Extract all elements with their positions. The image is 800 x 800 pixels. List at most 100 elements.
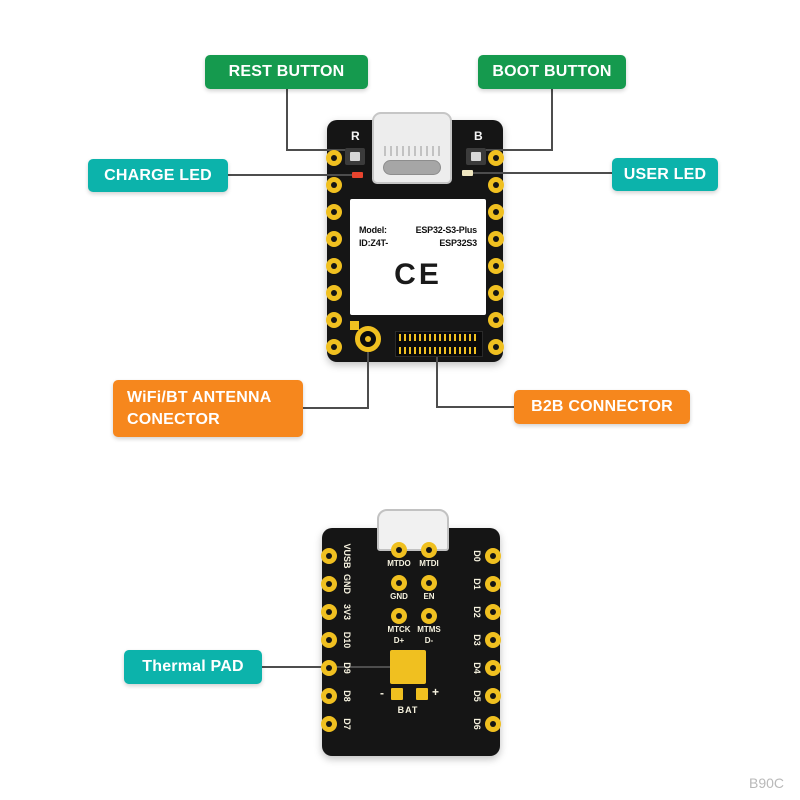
castellated-pad (485, 576, 501, 592)
castellated-pad (326, 339, 342, 355)
castellated-pad (326, 285, 342, 301)
callout-line-boot-vertical (551, 88, 553, 150)
wifi-antenna-badge-line2: CONECTOR (127, 410, 220, 428)
center-pad (391, 575, 407, 591)
castellated-pad (485, 660, 501, 676)
callout-line-antenna-vertical (367, 352, 369, 409)
board-info-label: Model: ESP32-S3-Plus ID:Z4T- ESP32S3 CE (350, 199, 486, 315)
thermal-pad-badge: Thermal PAD (124, 650, 262, 684)
pin-label-left: D7 (342, 718, 352, 730)
callout-line-charge-led (228, 174, 352, 176)
pin-label-right: D3 (472, 634, 482, 646)
castellated-pad (321, 548, 337, 564)
user-led-badge: USER LED (612, 158, 718, 191)
castellated-pad (485, 688, 501, 704)
battery-plus-sign: + (432, 685, 440, 699)
castellated-pad (321, 688, 337, 704)
center-pad-label: MTMS (417, 625, 441, 634)
antenna-center-pin (365, 336, 371, 342)
boot-button-component (466, 148, 486, 165)
usb-c-connector (372, 112, 452, 184)
pin-label-right: D1 (472, 578, 482, 590)
back-board-pcb (322, 528, 500, 756)
center-pad (421, 608, 437, 624)
pin-label-left: GND (342, 574, 352, 594)
castellated-pad (488, 312, 504, 328)
charge-led-badge: CHARGE LED (88, 159, 228, 192)
center-pad-label: MTDI (419, 559, 439, 568)
usb-c-slot (383, 160, 441, 175)
center-pad-label: EN (423, 592, 435, 601)
pin-label-left: 3V3 (342, 603, 352, 621)
watermark-text: B90C (749, 775, 785, 791)
castellated-pad (321, 576, 337, 592)
battery-silkscreen-label: BAT (397, 705, 419, 715)
castellated-pad (321, 660, 337, 676)
center-pad (421, 542, 437, 558)
center-pad-label: MTCK (387, 625, 411, 634)
pin-label-right: D0 (472, 550, 482, 562)
charge-led-component (352, 172, 363, 178)
pin-label-right: D2 (472, 606, 482, 618)
pin-label-left: D9 (342, 662, 352, 674)
reset-button-component (345, 148, 365, 165)
castellated-pad (488, 177, 504, 193)
usb-connector-outline-back (377, 509, 449, 551)
user-led-component (462, 170, 473, 176)
center-pad (391, 608, 407, 624)
callout-line-b2b-horizontal (437, 406, 514, 408)
castellated-pad (326, 231, 342, 247)
reset-silkscreen-mark: R (351, 129, 360, 143)
castellated-pad (488, 204, 504, 220)
callout-line-rest-vertical (286, 88, 288, 150)
castellated-pad (321, 604, 337, 620)
callout-line-rest-horizontal (286, 149, 346, 151)
rest-button-badge: REST BUTTON (205, 55, 368, 89)
battery-pad-negative (391, 688, 403, 700)
usb-c-pins (384, 146, 440, 156)
thermal-pad-component (390, 650, 426, 684)
castellated-pad (488, 285, 504, 301)
pin-label-left: D10 (342, 631, 352, 649)
pin-label-right: D6 (472, 718, 482, 730)
callout-line-b2b-vertical (436, 357, 438, 408)
center-pad-label: GND (390, 592, 408, 601)
center-pad (391, 542, 407, 558)
castellated-pad (326, 312, 342, 328)
b2b-connector-component (395, 331, 483, 357)
battery-minus-sign: - (380, 686, 384, 700)
castellated-pad (485, 548, 501, 564)
ce-mark: CE (394, 258, 442, 291)
center-pad-label: D+ (393, 636, 405, 645)
model-key: Model: (359, 225, 387, 235)
wifi-antenna-badge-line1: WiFi/BT ANTENNA (127, 388, 272, 406)
ipex-antenna-connector (350, 321, 384, 355)
castellated-pad (485, 632, 501, 648)
castellated-pad (321, 716, 337, 732)
callout-line-user-led (473, 172, 612, 174)
wifi-antenna-badge: WiFi/BT ANTENNA CONECTOR (113, 380, 303, 437)
castellated-pad (488, 231, 504, 247)
model-value: ESP32-S3-Plus (415, 225, 478, 235)
antenna-pad-tab (350, 321, 359, 330)
pin-label-left: VUSB (342, 543, 352, 569)
castellated-pad (488, 339, 504, 355)
pin-label-right: D5 (472, 690, 482, 702)
id-value: ESP32S3 (439, 238, 477, 248)
pin-label-left: D8 (342, 690, 352, 702)
castellated-pad (326, 177, 342, 193)
castellated-pad (321, 632, 337, 648)
castellated-pad (326, 150, 342, 166)
id-key: ID:Z4T- (359, 238, 389, 248)
castellated-pad (485, 604, 501, 620)
callout-line-boot-horizontal (486, 149, 553, 151)
center-pad (421, 575, 437, 591)
castellated-pad (488, 258, 504, 274)
castellated-pad (488, 150, 504, 166)
castellated-pad (326, 204, 342, 220)
callout-line-antenna-horizontal (303, 407, 368, 409)
b2b-connector-badge: B2B CONNECTOR (514, 390, 690, 424)
center-pad-label: D- (424, 636, 434, 645)
boot-button-badge: BOOT BUTTON (478, 55, 626, 89)
